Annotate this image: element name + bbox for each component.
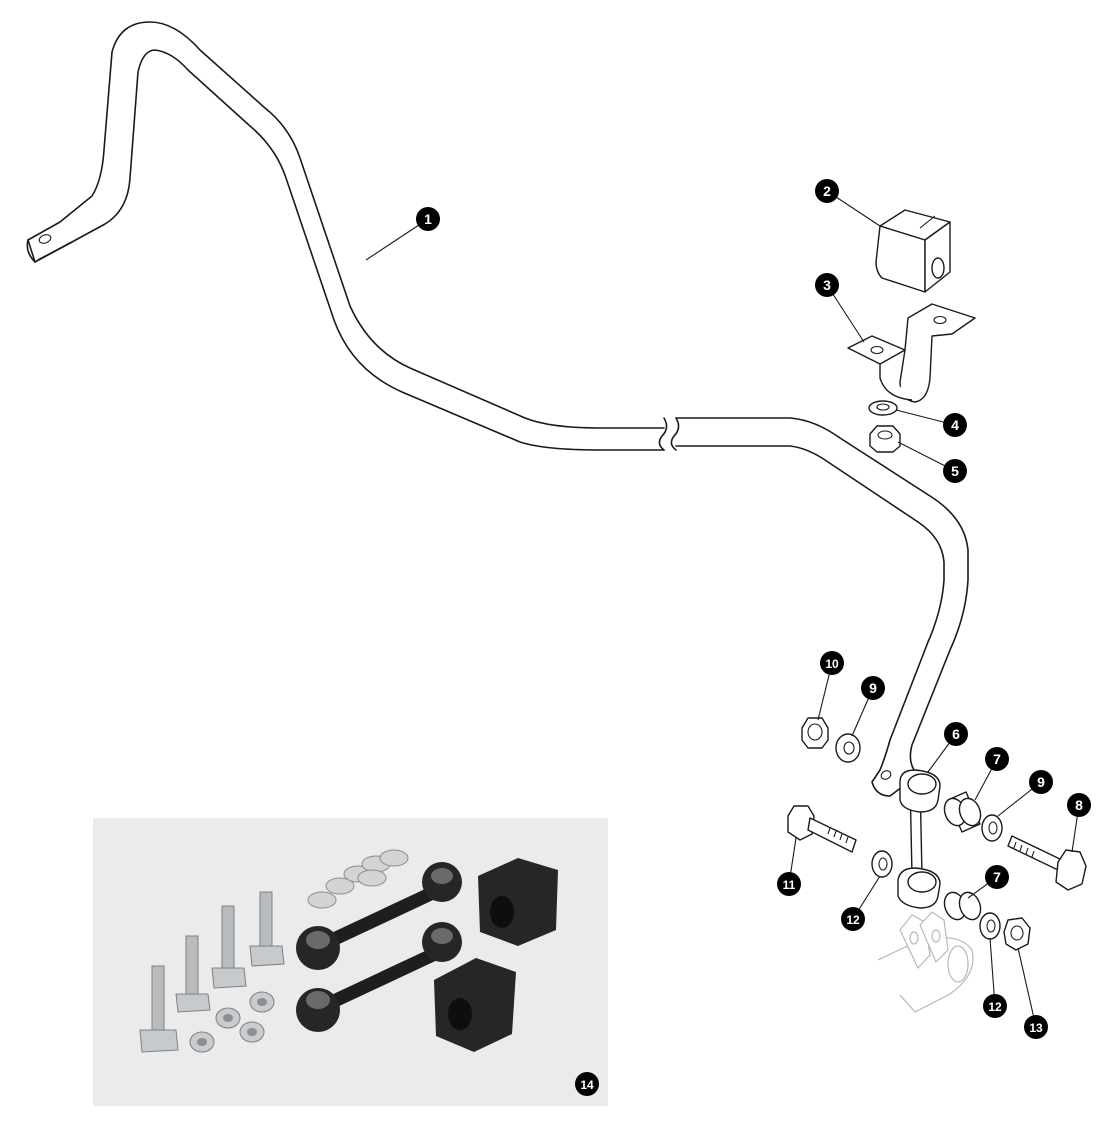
bushing-part xyxy=(875,209,951,293)
nut-part-13 xyxy=(1003,917,1031,951)
callout-9-left-label: 9 xyxy=(869,680,877,696)
callout-1: 1 xyxy=(416,207,440,231)
stabilizer-bar xyxy=(26,21,969,797)
callout-9-left: 9 xyxy=(861,676,885,700)
callout-9-right-label: 9 xyxy=(1037,774,1045,790)
callout-4: 4 xyxy=(943,413,967,437)
callout-12-left-label: 12 xyxy=(846,913,860,927)
bolt-part-right xyxy=(1007,835,1087,891)
nut-part-10 xyxy=(801,717,829,749)
callout-3-label: 3 xyxy=(823,277,831,293)
callout-2-label: 2 xyxy=(823,183,831,199)
callout-12-right: 12 xyxy=(983,994,1007,1018)
callout-4-label: 4 xyxy=(951,417,959,433)
callout-13: 13 xyxy=(1024,1015,1048,1039)
callout-6-label: 6 xyxy=(952,726,960,742)
sleeve-part-lower xyxy=(943,891,982,921)
callout-8: 8 xyxy=(1067,793,1091,817)
callout-8-label: 8 xyxy=(1075,797,1083,813)
clamp-bracket-part xyxy=(847,303,976,403)
kit-bolts xyxy=(139,891,285,1053)
callout-5: 5 xyxy=(943,459,967,483)
washer-part-9b xyxy=(981,814,1003,842)
callout-5-label: 5 xyxy=(951,463,959,479)
callout-12-left: 12 xyxy=(841,907,865,931)
washer-part-12b xyxy=(979,912,1001,940)
callout-2: 2 xyxy=(815,179,839,203)
washer-part xyxy=(868,400,898,416)
drop-link-part xyxy=(897,769,941,909)
sleeve-part-upper xyxy=(943,791,982,833)
callout-11-label: 11 xyxy=(783,878,796,892)
washer-part-12a xyxy=(871,850,893,878)
callout-1-label: 1 xyxy=(424,211,432,227)
kit-bushings xyxy=(434,858,558,1052)
callout-14-label: 14 xyxy=(580,1078,594,1092)
callout-7-upper-label: 7 xyxy=(993,751,1001,767)
kit-drop-links xyxy=(296,862,462,1032)
callout-12-right-label: 12 xyxy=(988,1000,1002,1014)
callout-14: 14 xyxy=(575,1072,599,1096)
callout-9-right: 9 xyxy=(1029,770,1053,794)
callout-10: 10 xyxy=(820,651,844,675)
callout-7-upper: 7 xyxy=(985,747,1009,771)
kit-photo-inset xyxy=(93,818,608,1106)
callout-11: 11 xyxy=(777,872,801,896)
callout-13-label: 13 xyxy=(1029,1021,1043,1035)
bolt-part-left xyxy=(787,805,857,853)
callout-10-label: 10 xyxy=(825,657,839,671)
kit-washers xyxy=(307,849,409,909)
callout-3: 3 xyxy=(815,273,839,297)
nut-part xyxy=(869,425,901,453)
callout-7-lower: 7 xyxy=(985,865,1009,889)
kit-nuts xyxy=(189,991,275,1053)
callout-7-lower-label: 7 xyxy=(993,869,1001,885)
ghost-mount-bracket xyxy=(877,911,974,1013)
callout-6: 6 xyxy=(944,722,968,746)
washer-part-9a xyxy=(835,733,861,763)
